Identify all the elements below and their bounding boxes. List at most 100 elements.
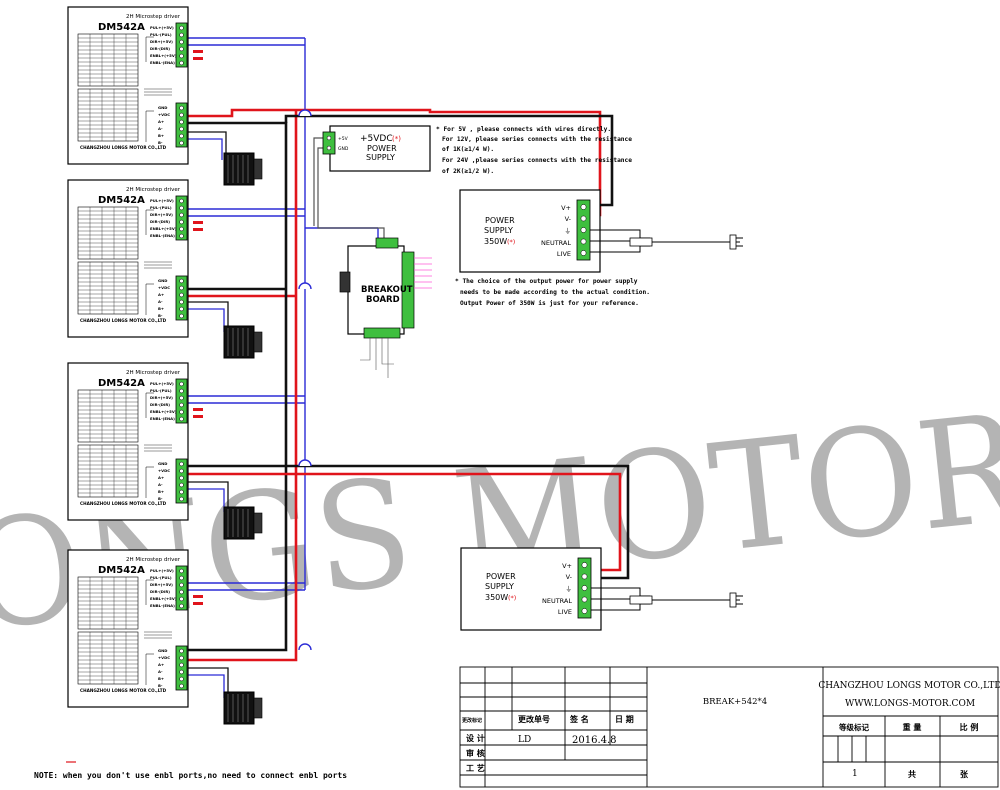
svg-text:(*): (*) bbox=[507, 238, 515, 246]
svg-text:LIVE: LIVE bbox=[557, 250, 571, 258]
svg-text:+5V: +5V bbox=[338, 136, 349, 142]
svg-text:of 2K(≥1/2 W).: of 2K(≥1/2 W). bbox=[442, 168, 494, 175]
svg-text:PUL+(+5V): PUL+(+5V) bbox=[150, 198, 174, 203]
footer-note: NOTE: when you don't use enbl ports,no n… bbox=[34, 771, 347, 780]
svg-text:B-: B- bbox=[158, 496, 163, 501]
svg-text:BOARD: BOARD bbox=[366, 295, 400, 305]
driver-company: CHANGZHOU LONGS MOTOR CO.,LTD bbox=[80, 501, 167, 506]
svg-text:POWER: POWER bbox=[485, 216, 515, 225]
svg-text:+VDC: +VDC bbox=[158, 285, 170, 290]
svg-text:GND: GND bbox=[158, 105, 167, 110]
svg-text:SUPPLY: SUPPLY bbox=[485, 582, 514, 591]
svg-text:V-: V- bbox=[565, 215, 572, 223]
svg-text:ENBL-(ENA): ENBL-(ENA) bbox=[150, 60, 175, 65]
title-block-text: BREAK+542*4 CHANGZHOU LONGS MOTOR CO.,LT… bbox=[462, 681, 1000, 779]
svg-text:PUL+(+5V): PUL+(+5V) bbox=[150, 25, 174, 30]
svg-text:A+: A+ bbox=[158, 475, 164, 480]
svg-text:B+: B+ bbox=[158, 676, 164, 681]
ac-plug-1 bbox=[629, 234, 744, 250]
svg-text:PUL+(+5V): PUL+(+5V) bbox=[150, 568, 174, 573]
driver-model: DM542A bbox=[98, 22, 145, 33]
svg-text:DIR+(+5V): DIR+(+5V) bbox=[150, 582, 173, 587]
svg-text:350W: 350W bbox=[485, 593, 508, 602]
svg-text:Output Power of 350W is just f: Output Power of 350W is just for your re… bbox=[460, 299, 639, 307]
svg-text:+VDC: +VDC bbox=[158, 112, 170, 117]
driver-model: DM542A bbox=[98, 565, 145, 576]
svg-text:GND: GND bbox=[158, 461, 167, 466]
svg-text:B+: B+ bbox=[158, 133, 164, 138]
svg-text:DIR+(+5V): DIR+(+5V) bbox=[150, 395, 173, 400]
drawing-name: BREAK+542*4 bbox=[703, 697, 767, 707]
driver-model: DM542A bbox=[98, 378, 145, 389]
svg-text:SUPPLY: SUPPLY bbox=[366, 153, 395, 162]
svg-text:PUL-(PUL): PUL-(PUL) bbox=[150, 205, 172, 210]
svg-text:BREAKOUT: BREAKOUT bbox=[361, 285, 413, 295]
svg-text:PUL-(PUL): PUL-(PUL) bbox=[150, 388, 172, 393]
svg-text:A-: A- bbox=[158, 126, 163, 131]
svg-text:PUL-(PUL): PUL-(PUL) bbox=[150, 32, 172, 37]
svg-text:B-: B- bbox=[158, 683, 163, 688]
svg-text:V+: V+ bbox=[561, 204, 571, 212]
svg-text:ENBL+(+5V): ENBL+(+5V) bbox=[150, 226, 177, 231]
svg-text:⏚: ⏚ bbox=[566, 585, 573, 593]
stepper-motor-1 bbox=[223, 152, 263, 186]
svg-text:POWER: POWER bbox=[486, 572, 516, 581]
power-supply-350w-2: POWER SUPPLY 350W (*) V+ V- ⏚ NEUTRAL LI… bbox=[460, 547, 602, 631]
svg-text:DIR+(+5V): DIR+(+5V) bbox=[150, 212, 173, 217]
svg-text:SUPPLY: SUPPLY bbox=[484, 226, 513, 235]
svg-text:更改标记: 更改标记 bbox=[462, 717, 482, 724]
svg-text:日 期: 日 期 bbox=[615, 714, 634, 724]
svg-text:* The choice of the output po: * The choice of the output power for pow… bbox=[455, 277, 638, 285]
svg-text:needs to be made according to: needs to be made according to the actual… bbox=[460, 288, 650, 296]
company-website: WWW.LONGS-MOTOR.COM bbox=[845, 699, 975, 709]
svg-text:+VDC: +VDC bbox=[158, 468, 170, 473]
svg-text:B+: B+ bbox=[158, 306, 164, 311]
svg-text:签 名: 签 名 bbox=[569, 714, 589, 724]
ac-plug-2 bbox=[629, 592, 744, 608]
svg-text:DIR-(DIR): DIR-(DIR) bbox=[150, 46, 170, 51]
driver-1: 2H Microstep driver DM542A CHANGZHOU LON… bbox=[67, 6, 189, 165]
driver-4: 2H Microstep driver DM542A CHANGZHOU LON… bbox=[67, 549, 189, 708]
svg-text:+VDC: +VDC bbox=[158, 655, 170, 660]
svg-text:等级标记: 等级标记 bbox=[839, 722, 869, 732]
svg-text:(*): (*) bbox=[392, 135, 401, 143]
svg-text:GND: GND bbox=[338, 146, 349, 152]
driver-company: CHANGZHOU LONGS MOTOR CO.,LTD bbox=[80, 318, 167, 323]
svg-text:⏚: ⏚ bbox=[565, 227, 572, 235]
svg-text:重 量: 重 量 bbox=[903, 722, 922, 732]
driver-company: CHANGZHOU LONGS MOTOR CO.,LTD bbox=[80, 688, 167, 693]
svg-text:ENBL+(+5V): ENBL+(+5V) bbox=[150, 53, 177, 58]
driver-model: DM542A bbox=[98, 195, 145, 206]
svg-text:V+: V+ bbox=[562, 562, 572, 570]
driver-company: CHANGZHOU LONGS MOTOR CO.,LTD bbox=[80, 145, 167, 150]
svg-text:共: 共 bbox=[908, 769, 916, 779]
svg-text:比 例: 比 例 bbox=[960, 722, 979, 732]
driver-subtitle: 2H Microstep driver bbox=[126, 187, 181, 193]
designer: LD bbox=[518, 735, 531, 745]
svg-text:PUL+(+5V): PUL+(+5V) bbox=[150, 381, 174, 386]
svg-text:For 12V, please series connect: For 12V, please series connects with the… bbox=[442, 135, 632, 143]
svg-text:DIR-(DIR): DIR-(DIR) bbox=[150, 589, 170, 594]
svg-text:A-: A- bbox=[158, 299, 163, 304]
power-supply-5vdc: +5V GND +5VDC (*) POWER SUPPLY bbox=[322, 125, 431, 172]
svg-text:DIR+(+5V): DIR+(+5V) bbox=[150, 39, 173, 44]
power-supply-350w-1: POWER SUPPLY 350W (*) V+ V- ⏚ NEUTRAL LI… bbox=[459, 189, 601, 273]
svg-text:A+: A+ bbox=[158, 292, 164, 297]
svg-text:* For 5V , please connects wit: * For 5V , please connects with wires di… bbox=[436, 125, 611, 133]
drawing-date: 2016.4.8 bbox=[572, 735, 617, 746]
svg-text:+5VDC: +5VDC bbox=[360, 134, 393, 144]
stepper-motor-2 bbox=[223, 325, 263, 359]
svg-text:GND: GND bbox=[158, 278, 167, 283]
svg-text:For 24V ,please series connect: For 24V ,please series connects with the… bbox=[442, 156, 632, 164]
svg-text:(*): (*) bbox=[508, 594, 516, 602]
svg-text:DIR-(DIR): DIR-(DIR) bbox=[150, 402, 170, 407]
svg-text:1: 1 bbox=[852, 769, 858, 779]
svg-text:NEUTRAL: NEUTRAL bbox=[542, 597, 572, 605]
svg-text:ENBL+(+5V): ENBL+(+5V) bbox=[150, 596, 177, 601]
psu-choice-note: * The choice of the output power for pow… bbox=[455, 277, 650, 307]
svg-text:LIVE: LIVE bbox=[558, 608, 572, 616]
svg-text:of 1K(≥1/4 W).: of 1K(≥1/4 W). bbox=[442, 146, 494, 153]
driver-subtitle: 2H Microstep driver bbox=[126, 370, 181, 376]
svg-text:V-: V- bbox=[566, 573, 573, 581]
